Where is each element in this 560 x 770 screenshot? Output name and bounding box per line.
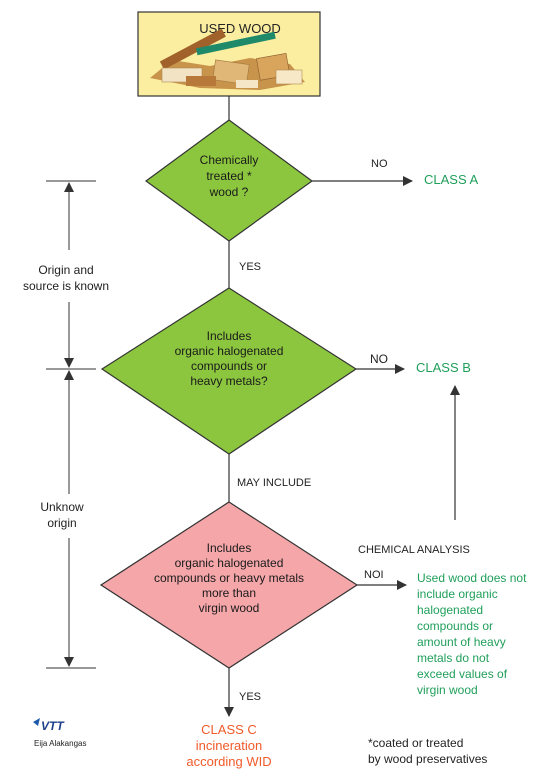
- decision3-line: Includes: [207, 541, 252, 555]
- note-line: include organic: [417, 587, 498, 601]
- decision2-line: compounds or: [191, 359, 267, 373]
- known-origin-label: Origin and: [38, 263, 93, 277]
- vtt-logo: VTT Eija Alakangas: [33, 718, 86, 748]
- edge-label-yes: YES: [239, 261, 261, 273]
- edge-label-may-include: MAY INCLUDE: [237, 477, 311, 489]
- decision3-line: compounds or heavy metals: [154, 571, 304, 585]
- decision-halogenated-compounds: Includes organic halogenated compounds o…: [100, 287, 358, 455]
- wood-pile-image: [150, 28, 305, 90]
- note-line: Used wood does not: [417, 571, 527, 585]
- decision1-line: wood ?: [209, 185, 249, 199]
- edge-label-no: NO: [370, 352, 388, 366]
- note-line: exceed values of: [417, 667, 508, 681]
- footnote-line: *coated or treated: [368, 736, 463, 750]
- decision2-line: heavy metals?: [190, 374, 268, 388]
- decision3-line: virgin wood: [199, 601, 260, 615]
- edge-label-no: NOI: [364, 569, 384, 581]
- note-line: virgin wood: [417, 683, 478, 697]
- decision-chemically-treated: Chemically treated * wood ?: [144, 119, 314, 242]
- vtt-logo-text: VTT: [41, 719, 65, 733]
- known-origin-label: source is known: [23, 279, 109, 293]
- edge-label-yes: YES: [239, 691, 261, 703]
- outcome-class-c: CLASS C incineration according WID: [186, 722, 271, 769]
- decision1-line: treated *: [206, 169, 252, 183]
- note-line: halogenated: [417, 603, 483, 617]
- used-wood-box: USED WOOD: [137, 11, 321, 97]
- decision2-line: Includes: [207, 329, 252, 343]
- edge-label-no: NO: [371, 158, 388, 170]
- note-line: amount of heavy: [417, 635, 506, 649]
- unknown-origin-label: Unknow: [40, 500, 84, 514]
- note-line: compounds or: [417, 619, 493, 633]
- decision2-line: organic halogenated: [175, 344, 284, 358]
- note-line: metals do not: [417, 651, 490, 665]
- class-c-line: incineration: [196, 738, 263, 753]
- outcome-note: Used wood does not include organic halog…: [417, 571, 527, 697]
- author-credit: Eija Alakangas: [34, 739, 86, 748]
- edge-label-chemical-analysis: CHEMICAL ANALYSIS: [358, 544, 470, 556]
- decision3-line: more than: [202, 586, 256, 600]
- outcome-class-b: CLASS B: [416, 360, 471, 375]
- decision3-line: organic halogenated: [175, 556, 284, 570]
- known-origin-bracket: Origin and source is known: [23, 180, 109, 370]
- decision-more-than-virgin-wood: Includes organic halogenated compounds o…: [99, 501, 359, 669]
- footnote-line: by wood preservatives: [368, 752, 487, 766]
- decision1-line: Chemically: [200, 153, 259, 167]
- unknown-origin-label: origin: [47, 516, 76, 530]
- outcome-class-a: CLASS A: [424, 172, 479, 187]
- class-c-line: CLASS C: [201, 722, 257, 737]
- unknown-origin-bracket: Unknow origin: [40, 370, 96, 669]
- class-c-line: according WID: [186, 754, 271, 769]
